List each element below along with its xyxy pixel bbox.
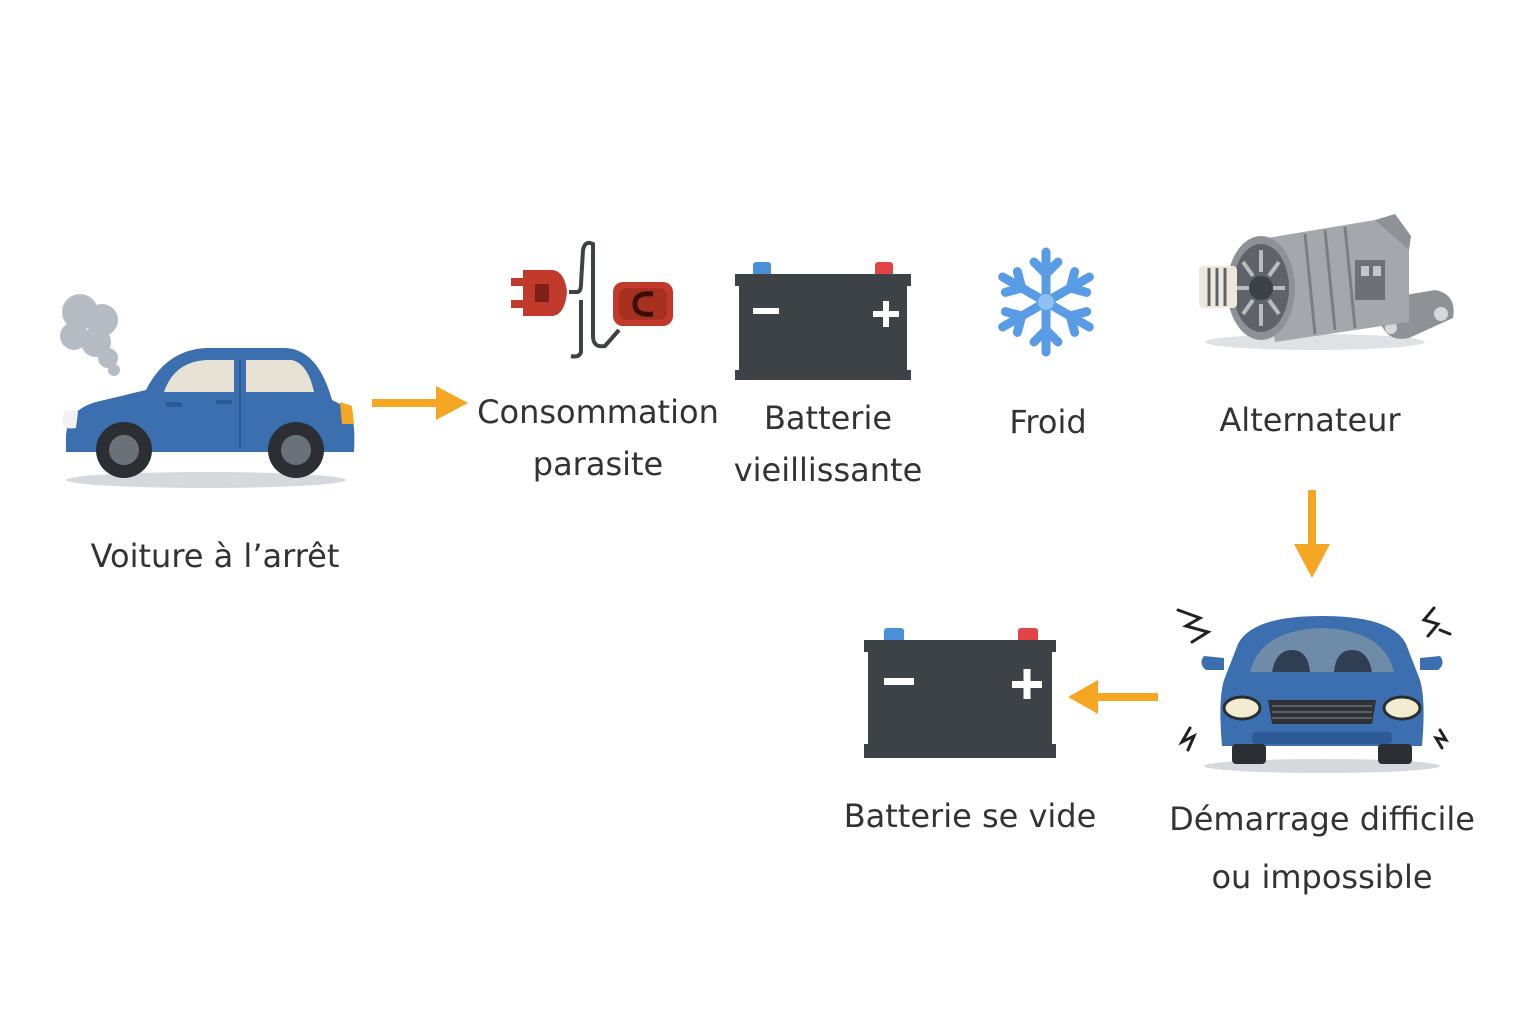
alternator-label: Alternateur xyxy=(1219,401,1401,439)
stopped-car-label: Voiture à l’arrêt xyxy=(90,537,340,575)
arrow-down xyxy=(1294,490,1330,578)
car-icon xyxy=(62,348,355,488)
cold-label: Froid xyxy=(1009,403,1087,441)
arrow-left xyxy=(1068,680,1158,714)
battery-icon xyxy=(735,262,911,380)
hard-start-label: Démarrage difficile ou impossible xyxy=(1169,800,1475,896)
plug-icon xyxy=(511,240,673,359)
parasitic-label: Consommation parasite xyxy=(477,393,719,483)
car-front-icon xyxy=(1176,606,1452,773)
smoke-icon xyxy=(60,294,120,376)
arrow-right xyxy=(372,386,468,420)
battery-icon xyxy=(864,628,1056,758)
alternator-icon xyxy=(1199,214,1454,350)
snowflake-icon xyxy=(998,247,1094,357)
aging-battery-label: Batterie vieillissante xyxy=(733,399,923,489)
battery-drains-label: Batterie se vide xyxy=(843,797,1097,835)
